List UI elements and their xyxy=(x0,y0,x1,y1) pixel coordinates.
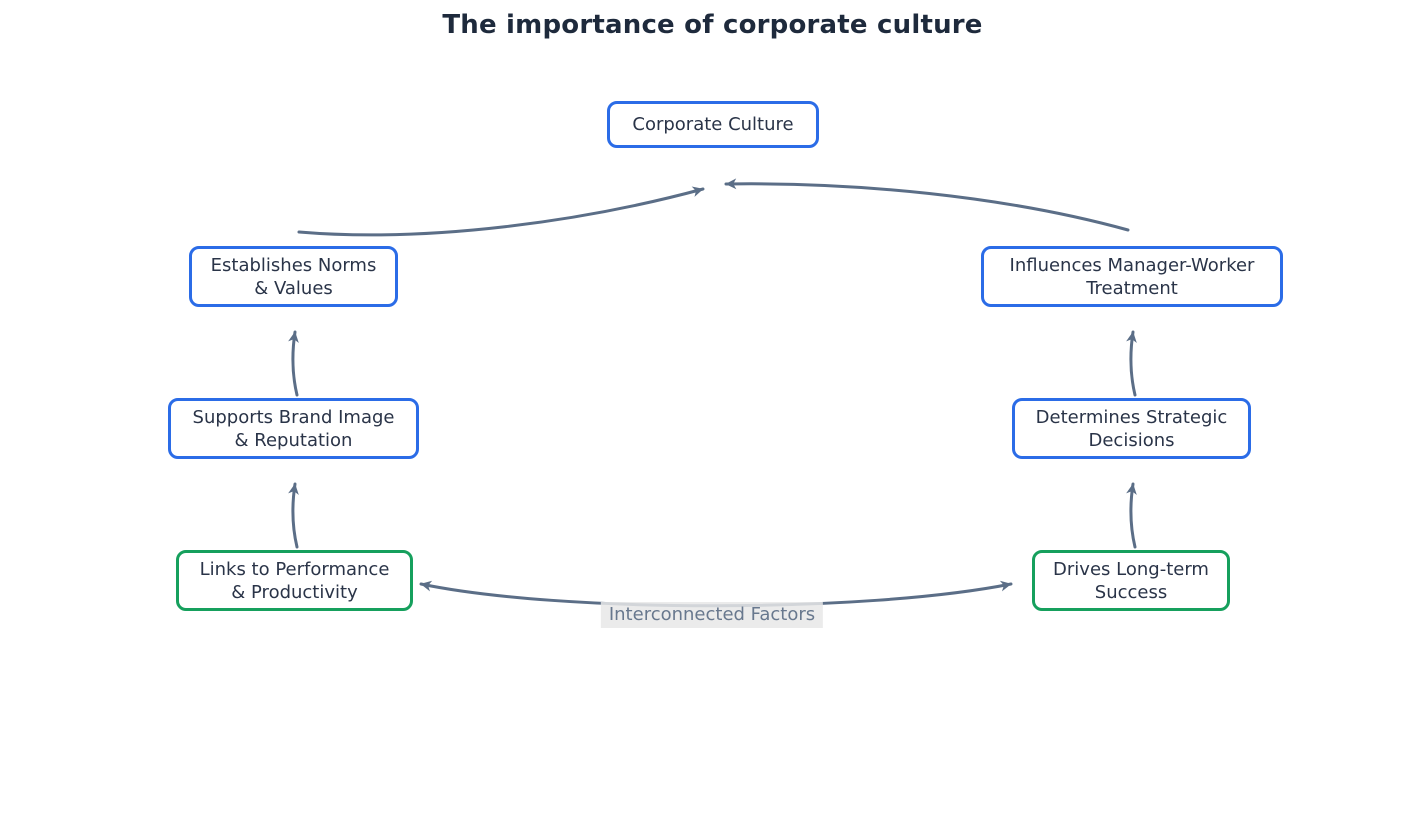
node-label: Links to Performance xyxy=(199,558,390,580)
node-label: Success xyxy=(1094,581,1168,603)
node-label: Treatment xyxy=(1086,277,1178,299)
node-links-performance-productivity: Links to Performance & Productivity xyxy=(176,550,413,611)
node-drives-long-term-success: Drives Long-term Success xyxy=(1032,550,1230,611)
edge-supports-to-establishes xyxy=(288,330,299,397)
diagram-title: The importance of corporate culture xyxy=(442,10,983,40)
node-label: Supports Brand Image xyxy=(192,406,395,428)
node-label: & Values xyxy=(254,277,333,299)
edge-drives-to-determines xyxy=(1126,482,1137,549)
edge-influences-to-corporate xyxy=(724,178,1130,232)
node-supports-brand-image-reputation: Supports Brand Image & Reputation xyxy=(168,398,419,459)
edge-label-interconnected-factors: Interconnected Factors xyxy=(600,602,824,628)
node-label: Decisions xyxy=(1088,429,1175,451)
edge-establishes-to-corporate xyxy=(297,186,705,237)
node-label: Drives Long-term xyxy=(1053,558,1209,580)
edge-determines-to-influences xyxy=(1126,330,1137,397)
node-label: Determines Strategic xyxy=(1035,406,1228,428)
node-label: Establishes Norms xyxy=(210,254,377,276)
node-label: Influences Manager-Worker xyxy=(1009,254,1255,276)
node-label: & Reputation xyxy=(234,429,353,451)
node-influences-manager-worker-treatment: Influences Manager-Worker Treatment xyxy=(981,246,1283,307)
node-corporate-culture: Corporate Culture xyxy=(607,101,819,148)
node-establishes-norms-values: Establishes Norms & Values xyxy=(189,246,398,307)
edge-links-to-supports xyxy=(288,482,299,549)
node-label: & Productivity xyxy=(231,581,358,603)
node-label: Corporate Culture xyxy=(632,114,794,135)
node-determines-strategic-decisions: Determines Strategic Decisions xyxy=(1012,398,1251,459)
